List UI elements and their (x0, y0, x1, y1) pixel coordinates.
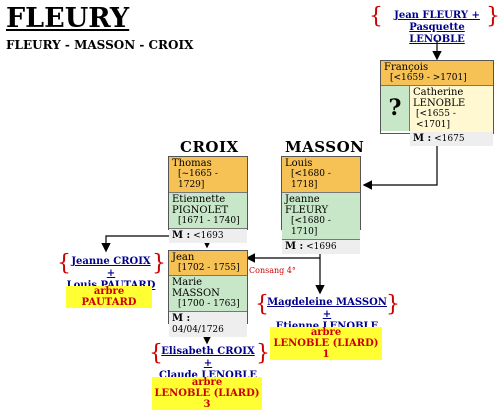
jean-marriage: M : 04/04/1726 (169, 312, 247, 337)
francois-dates: [<1659 - >1701] (390, 73, 467, 83)
tree-lenoble-1-link[interactable]: arbre LENOBLE (LIARD) 1 (270, 327, 382, 360)
page-subtitle: FLEURY - MASSON - CROIX (6, 38, 194, 52)
jean-header: Jean [1702 - 1755] (169, 251, 247, 276)
right-couple-line2: Etienne LENOBLE (264, 321, 390, 333)
croix-spouse-name: Etiennette (172, 194, 226, 205)
croix-spouse-surname: PIGNOLET (172, 205, 229, 216)
croix-family-box: Thomas [~1665 - 1729] Etiennette PIGNOLE… (168, 156, 248, 243)
brace-right-icon: } (152, 251, 166, 276)
croix-dates: [~1665 - 1729] (178, 169, 218, 190)
francois-spouse-name: Catherine (413, 87, 464, 98)
bottom-couple-line2: Claude LENOBLE (159, 370, 257, 381)
masson-marriage: M : <1696 (282, 240, 360, 254)
masson-spouse-name: Jeanne (285, 194, 320, 205)
francois-spouse-dates: [<1655 - <1701] (416, 109, 456, 130)
tree-pautard-link[interactable]: arbre PAUTARD (66, 286, 152, 308)
francois-name: François (384, 62, 429, 73)
tree-lenoble-3-label: arbre (191, 377, 223, 388)
masson-dates: [<1680 - 1718] (291, 169, 331, 190)
right-couple-line1: Magdeleine MASSON + (267, 297, 387, 320)
brace-left-icon: { (57, 251, 71, 276)
croix-marriage: M : <1693 (169, 229, 247, 243)
jean-spouse: Marie MASSON [1700 - 1763] (169, 276, 247, 312)
masson-header: Louis [<1680 - 1718] (282, 157, 360, 193)
croix-spouse-dates: [1671 - 1740] (178, 216, 240, 226)
francois-spouse-surname: LENOBLE (413, 98, 466, 109)
bottom-couple-line1: Elisabeth CROIX + (161, 346, 255, 369)
masson-spouse-surname: FLEURY (285, 205, 329, 216)
brace-right-icon: } (256, 341, 270, 366)
masson-spouse-dates: [<1680 - 1710] (291, 216, 331, 237)
left-couple-line2: Louis PAUTARD (66, 280, 156, 292)
tree-lenoble-3-link[interactable]: arbre LENOBLE (LIARD) 3 (152, 377, 262, 410)
tree-lenoble-1-label: arbre (310, 327, 342, 338)
right-couple-link[interactable]: Magdeleine MASSON + Etienne LENOBLE (264, 297, 390, 333)
top-parents-line1: Jean FLEURY + (394, 10, 480, 21)
brace-left-icon: { (369, 4, 383, 29)
top-parents-line2: Pasquette LENOBLE (409, 22, 465, 45)
brace-left-icon: { (255, 292, 269, 317)
top-parents-link[interactable]: Jean FLEURY + Pasquette LENOBLE (380, 10, 494, 46)
croix-header: Thomas [~1665 - 1729] (169, 157, 247, 193)
left-couple-link[interactable]: Jeanne CROIX + Louis PAUTARD (66, 256, 156, 292)
surname-croix: CROIX (180, 138, 239, 156)
brace-right-icon: } (486, 4, 500, 29)
surname-masson: MASSON (285, 138, 365, 156)
jean-family-box: Jean [1702 - 1755] Marie MASSON [1700 - … (168, 250, 248, 337)
line-francois-to-masson (362, 132, 438, 190)
jean-spouse-name: Marie (172, 277, 203, 288)
francois-header: François [<1659 - >1701] (381, 61, 493, 86)
francois-marriage: M : <1675 (410, 132, 493, 146)
jean-name: Jean (172, 252, 195, 263)
brace-right-icon: } (386, 292, 400, 317)
brace-left-icon: { (149, 341, 163, 366)
tree-lenoble-3-name: LENOBLE (LIARD) 3 (154, 388, 260, 410)
masson-name: Louis (285, 158, 313, 169)
francois-family-box: François [<1659 - >1701] ? Catherine LEN… (380, 60, 494, 146)
left-couple-line1: Jeanne CROIX + (71, 256, 151, 279)
tree-lenoble-1-name: LENOBLE (LIARD) 1 (273, 338, 379, 360)
page-title: FLEURY (6, 3, 130, 34)
masson-family-box: Louis [<1680 - 1718] Jeanne FLEURY [<168… (281, 156, 361, 254)
jean-dates: [1702 - 1755] (178, 263, 240, 273)
jean-spouse-surname: MASSON (172, 288, 220, 299)
jean-spouse-dates: [1700 - 1763] (178, 299, 240, 309)
masson-spouse: Jeanne FLEURY [<1680 - 1710] (282, 193, 360, 240)
unknown-portrait-icon: ? (381, 86, 410, 131)
croix-name: Thomas (172, 158, 212, 169)
francois-spouse: Catherine LENOBLE [<1655 - <1701] (410, 86, 493, 132)
croix-spouse: Etiennette PIGNOLET [1671 - 1740] (169, 193, 247, 229)
bottom-couple-link[interactable]: Elisabeth CROIX + Claude LENOBLE (158, 346, 258, 382)
consanguinity-note: Consang 4° (249, 266, 296, 275)
